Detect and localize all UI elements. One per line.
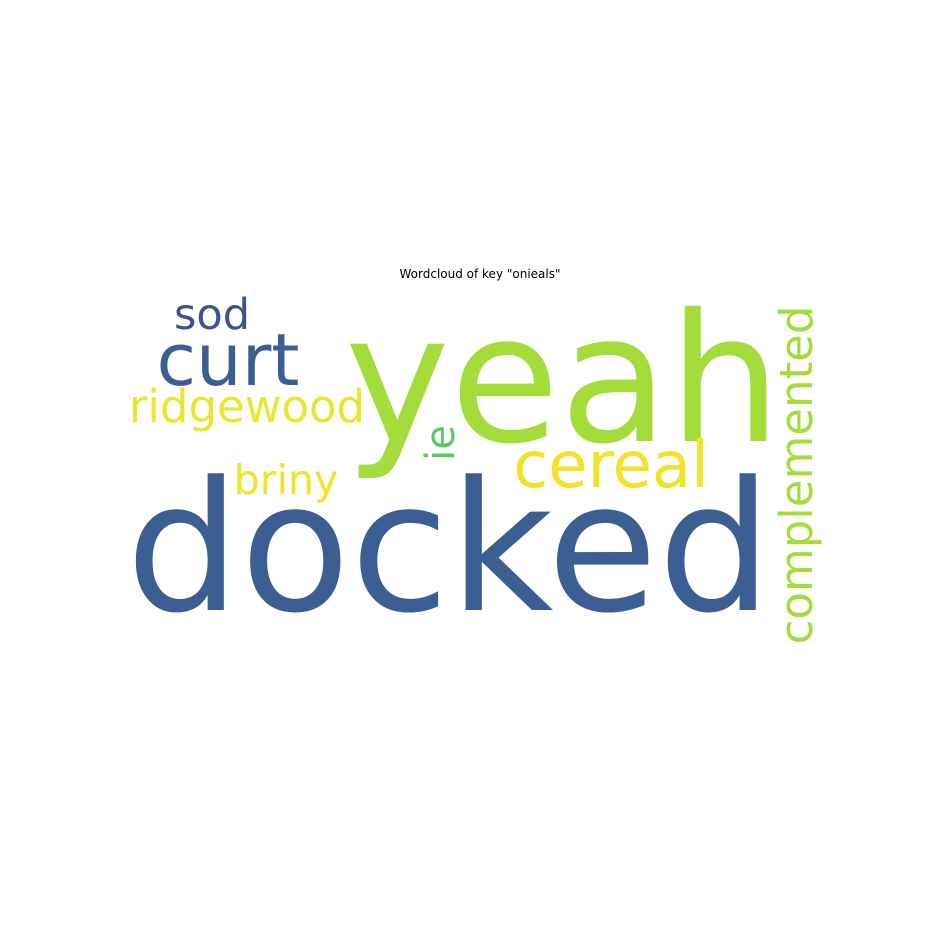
word-complemented: complemented [770,306,823,645]
word-ridgewood: ridgewood [129,380,365,433]
word-cereal: cereal [513,429,709,503]
word-sod: sod [174,290,250,340]
word-yeah: yeah [345,276,782,483]
word-docked: docked [126,444,772,653]
word-ie: ie [418,425,464,461]
word-briny: briny [234,456,339,504]
chart-title: Wordcloud of key "onieals" [400,267,561,281]
word-curt: curt [156,318,299,402]
